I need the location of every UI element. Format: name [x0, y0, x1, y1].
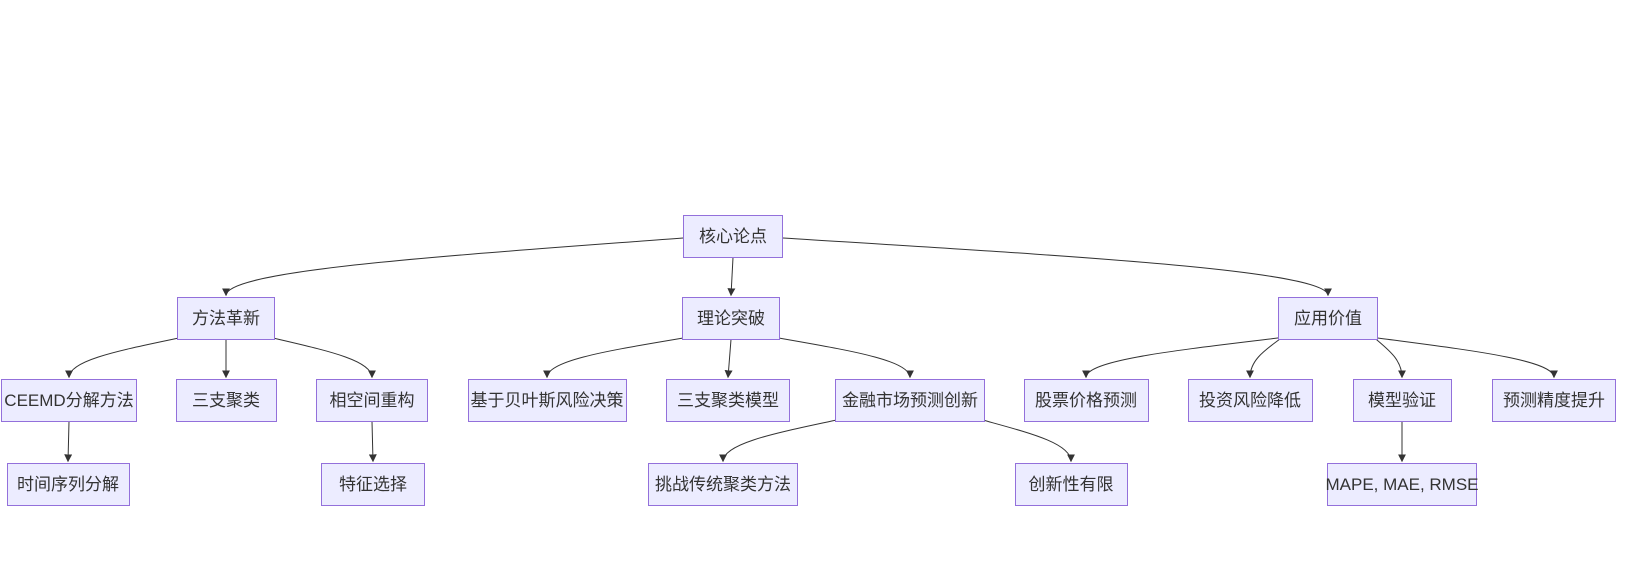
edge-core-to-application — [782, 237, 1332, 297]
edge-application-to-risk-reduction — [1246, 337, 1283, 379]
node-label: MAPE, MAE, RMSE — [1325, 474, 1479, 494]
diagram-node-application: 应用价值 — [1278, 296, 1378, 340]
diagram-node-method: 方法革新 — [177, 296, 275, 340]
diagram-node-core: 核心论点 — [683, 214, 783, 258]
diagram-node-model-validation: 模型验证 — [1352, 378, 1452, 422]
edge-application-to-model-validation — [1373, 337, 1406, 379]
diagram-node-limited-novelty: 创新性有限 — [1014, 462, 1128, 506]
edge-application-to-accuracy — [1373, 337, 1558, 379]
edge-application-to-stock-prediction — [1082, 337, 1283, 379]
diagram-node-ts-decomposition: 时间序列分解 — [6, 462, 130, 506]
edge-theory-to-three-way-model — [724, 339, 733, 379]
edge-finance-innovation-to-challenge-clustering — [719, 419, 840, 463]
node-label: 方法革新 — [192, 308, 260, 328]
edge-method-to-ceemd — [65, 337, 182, 379]
edge-method-to-phase-space — [270, 337, 376, 379]
node-label: 理论突破 — [697, 308, 765, 328]
node-label: 时间序列分解 — [17, 474, 119, 494]
diagram-node-metrics: MAPE, MAE, RMSE — [1325, 462, 1479, 506]
node-label: 基于贝叶斯风险决策 — [470, 390, 624, 410]
diagram-node-accuracy: 预测精度提升 — [1492, 378, 1616, 422]
node-label: 应用价值 — [1294, 308, 1362, 328]
node-label: 相空间重构 — [329, 390, 415, 410]
diagram-node-theory: 理论突破 — [682, 296, 780, 340]
node-label: 模型验证 — [1368, 390, 1436, 410]
node-label: 挑战传统聚类方法 — [655, 474, 791, 494]
node-label: 金融市场预测创新 — [842, 390, 978, 410]
diagram-node-ceemd: CEEMD分解方法 — [1, 378, 137, 422]
edge-core-to-theory — [727, 257, 736, 297]
edge-finance-innovation-to-limited-novelty — [980, 419, 1075, 463]
diagram-node-risk-reduction: 投资风险降低 — [1187, 378, 1313, 422]
node-label: 特征选择 — [339, 474, 407, 494]
node-label: 投资风险降低 — [1199, 390, 1301, 410]
node-label: 股票价格预测 — [1035, 390, 1137, 410]
diagram-node-phase-space: 相空间重构 — [316, 378, 428, 422]
node-label: CEEMD分解方法 — [4, 390, 134, 410]
edge-ceemd-to-ts-decomposition — [64, 421, 73, 463]
diagram-node-bayes: 基于贝叶斯风险决策 — [467, 378, 627, 422]
diagram-node-feature-selection: 特征选择 — [321, 462, 425, 506]
diagram-node-stock-prediction: 股票价格预测 — [1023, 378, 1149, 422]
edge-theory-to-bayes — [543, 337, 687, 379]
node-label: 预测精度提升 — [1503, 390, 1605, 410]
node-label: 创新性有限 — [1028, 474, 1114, 494]
edge-core-to-method — [222, 237, 684, 297]
edge-theory-to-finance-innovation — [775, 337, 914, 379]
diagram-node-challenge-clustering: 挑战传统聚类方法 — [648, 462, 798, 506]
diagram-node-three-way-model: 三支聚类模型 — [666, 378, 790, 422]
node-label: 三支聚类 — [192, 390, 260, 410]
diagram-node-finance-innovation: 金融市场预测创新 — [835, 378, 985, 422]
diagram-node-three-way: 三支聚类 — [175, 378, 277, 422]
node-label: 核心论点 — [699, 226, 767, 246]
edge-phase-space-to-feature-selection — [368, 421, 377, 463]
node-label: 三支聚类模型 — [677, 390, 779, 410]
